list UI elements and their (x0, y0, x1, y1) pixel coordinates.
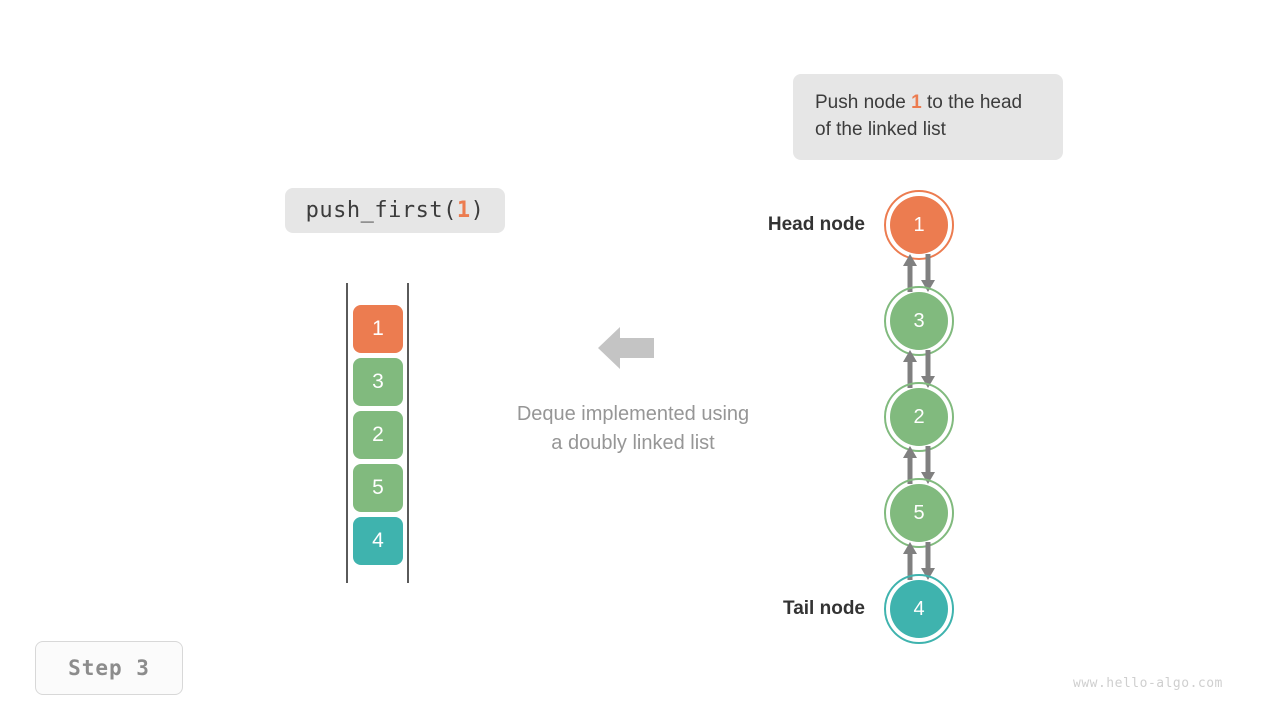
list-node: 1 (884, 190, 954, 260)
middle-note: Deque implemented using a doubly linked … (463, 400, 803, 458)
bidirectional-link-arrows-icon (903, 350, 935, 388)
stack-block-value: 1 (372, 317, 384, 340)
left-arrow-icon (598, 327, 654, 369)
list-node-value: 4 (913, 597, 925, 620)
code-label-suffix: ) (470, 198, 485, 223)
list-node: 3 (884, 286, 954, 356)
list-node: 4 (884, 574, 954, 644)
list-node: 5 (884, 478, 954, 548)
stack-rail-left (346, 283, 348, 583)
middle-note-line1: Deque implemented using (516, 403, 750, 425)
stack-block: 2 (353, 411, 403, 459)
stack-block-value: 3 (372, 370, 384, 393)
caption-box: Push node 1 to the head of the linked li… (793, 74, 1063, 160)
list-node: 2 (884, 382, 954, 452)
step-badge: Step 3 (35, 641, 183, 695)
list-node-value: 3 (913, 309, 925, 332)
code-label-argument: 1 (456, 198, 471, 223)
caption-prefix: Push node (815, 92, 912, 113)
linked-list-visualization: 1 3 2 5 (876, 188, 966, 648)
stack-block-value: 5 (372, 476, 384, 499)
list-node-value: 1 (913, 213, 925, 236)
middle-note-line2: a doubly linked list (551, 432, 715, 454)
watermark: www.hello-algo.com (1073, 676, 1223, 691)
caption-highlight-value: 1 (911, 92, 922, 113)
stack-block-value: 4 (372, 529, 384, 552)
code-label: push_first(1) (285, 188, 505, 233)
list-node-value: 5 (913, 501, 925, 524)
caption-suffix: to the head of the linked list (815, 92, 1023, 140)
stack-block: 3 (353, 358, 403, 406)
stack-block-value: 2 (372, 423, 384, 446)
stack-rail-right (407, 283, 409, 583)
head-node-label: Head node (767, 214, 865, 235)
code-label-prefix: push_first( (305, 198, 457, 223)
stack-visualization: 1 3 2 5 4 (340, 283, 420, 583)
stack-block: 4 (353, 517, 403, 565)
stack-block: 1 (353, 305, 403, 353)
stack-block: 5 (353, 464, 403, 512)
list-node-value: 2 (913, 405, 925, 428)
tail-node-label: Tail node (783, 598, 865, 619)
